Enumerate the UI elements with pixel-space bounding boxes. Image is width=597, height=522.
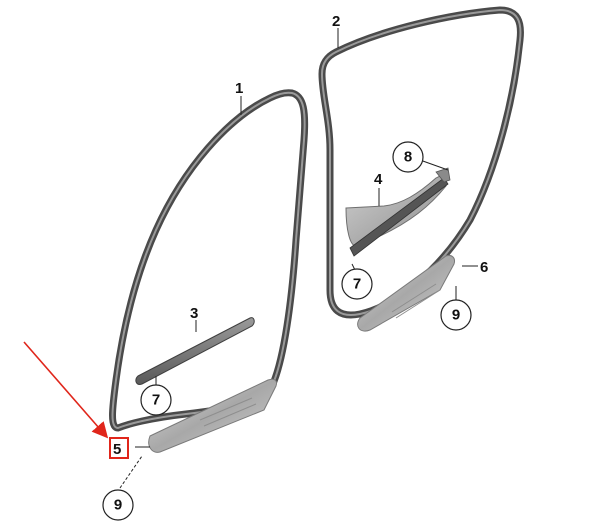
rear-corner-trim — [345, 167, 451, 257]
callout-7-front: 7 — [140, 384, 172, 416]
rear-door-seal — [318, 6, 524, 319]
front-sill-trim — [148, 378, 277, 453]
callout-8: 8 — [392, 141, 424, 173]
callout-9-rear: 9 — [440, 299, 472, 331]
svg-text:9: 9 — [452, 307, 460, 324]
label-1: 1 — [235, 80, 243, 97]
pointer-arrow — [23, 341, 109, 439]
label-3: 3 — [190, 305, 198, 322]
front-door-seal — [109, 89, 309, 432]
label-5: 5 — [113, 441, 121, 458]
highlight-box-5 — [109, 437, 129, 459]
svg-text:8: 8 — [404, 149, 412, 166]
callout-9-front: 9 — [102, 489, 134, 521]
rear-sill-trim — [357, 255, 455, 332]
callout-7-rear: 7 — [341, 268, 373, 300]
label-2: 2 — [332, 13, 340, 30]
svg-text:9: 9 — [114, 497, 122, 514]
leader-lines — [119, 28, 478, 489]
label-4: 4 — [374, 171, 383, 188]
label-6: 6 — [480, 259, 488, 276]
svg-text:7: 7 — [152, 392, 160, 409]
front-belt-strip — [135, 317, 255, 385]
svg-text:7: 7 — [353, 276, 361, 293]
